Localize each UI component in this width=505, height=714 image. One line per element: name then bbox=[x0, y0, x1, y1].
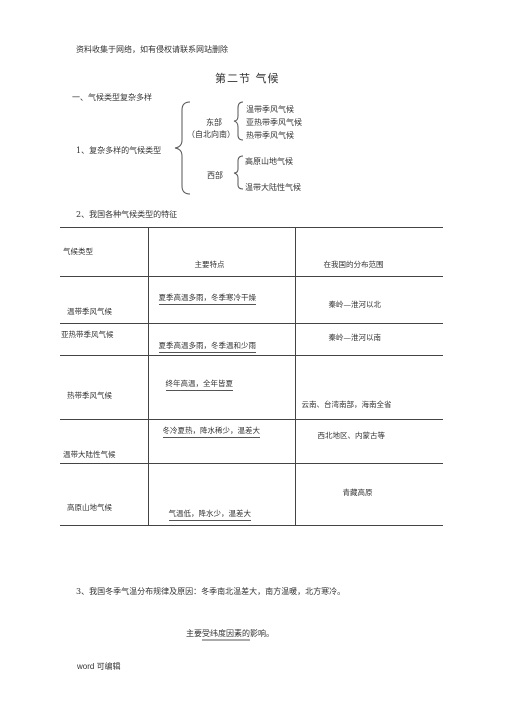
row-feature: 气温低，降水少，温差大 bbox=[168, 508, 251, 521]
west-type-2: 温带大陆性气候 bbox=[245, 183, 301, 192]
row-range: 秦岭—淮河以北 bbox=[328, 300, 382, 309]
section1-heading: 一、气候类型复杂多样 bbox=[72, 93, 152, 102]
row-feature: 冬冷夏热，降水稀少，温差大 bbox=[162, 425, 260, 438]
row-range: 秦岭—淮河以南 bbox=[328, 333, 382, 342]
header-climate-type: 气候类型 bbox=[63, 247, 93, 256]
section3-reason: 主要受纬度因素的影响。 bbox=[186, 629, 274, 638]
footer-label: word 可编辑 bbox=[77, 662, 121, 671]
table-row: 温带大陆性气候 冬冷夏热，降水稀少，温差大 西北地区、内蒙古等 bbox=[60, 419, 443, 464]
east-sublabel: （自北向南） bbox=[187, 130, 235, 139]
table-header-row: 气候类型 主要特点 在我国的分布范围 bbox=[60, 227, 443, 277]
west-label: 西部 bbox=[207, 171, 223, 180]
climate-table: 气候类型 主要特点 在我国的分布范围 温带季风气候 夏季高温多雨，冬季寒冷干燥 … bbox=[60, 227, 443, 526]
page-title: 第二节 气候 bbox=[215, 72, 280, 85]
row-feature: 终年高温，全年皆夏 bbox=[165, 378, 233, 391]
reason-underline bbox=[202, 639, 250, 641]
row-feature: 夏季高温多雨，冬季温和少雨 bbox=[158, 340, 256, 353]
header-distribution: 在我国的分布范围 bbox=[323, 260, 384, 269]
west-type-1: 高原山地气候 bbox=[245, 157, 293, 166]
east-type-3: 热带季风气候 bbox=[246, 131, 294, 140]
section1-item-label: 1、复杂多样的气候类型 bbox=[76, 146, 162, 155]
row-feature: 夏季高温多雨，冬季寒冷干燥 bbox=[158, 292, 256, 305]
row-range: 西北地区、内蒙古等 bbox=[317, 431, 386, 440]
section2-heading: 2、我国各种气候类型的特征 bbox=[76, 210, 178, 219]
table-row: 温带季风气候 夏季高温多雨，冬季寒冷干燥 秦岭—淮河以北 bbox=[60, 276, 443, 324]
row-type: 高原山地气候 bbox=[67, 503, 112, 512]
row-range: 云南、台湾南部，海南全省 bbox=[301, 400, 392, 409]
table-row: 高原山地气候 气温低，降水少，温差大 青藏高原 bbox=[60, 463, 443, 526]
table-row: 亚热带季风气候 夏季高温多雨，冬季温和少雨 秦岭—淮河以南 bbox=[60, 323, 443, 356]
east-type-2: 亚热带季风气候 bbox=[246, 118, 302, 127]
row-type: 温带大陆性气候 bbox=[63, 450, 116, 459]
row-range: 青藏高原 bbox=[342, 488, 373, 497]
east-type-1: 温带季风气候 bbox=[246, 105, 294, 114]
row-type: 温带季风气候 bbox=[67, 307, 112, 316]
classification-braces bbox=[174, 101, 244, 195]
header-disclaimer: 资料收集于网络，如有侵权请联系网站删除 bbox=[76, 45, 228, 54]
row-type: 亚热带季风气候 bbox=[61, 330, 114, 339]
header-main-features: 主要特点 bbox=[194, 260, 225, 269]
section3-text: 3、我国冬季气温分布规律及原因：冬季南北温差大，南方温暖，北方寒冷。 bbox=[76, 587, 346, 596]
row-type: 热带季风气候 bbox=[67, 391, 112, 400]
east-label: 东部 bbox=[206, 118, 222, 127]
table-row: 热带季风气候 终年高温，全年皆夏 云南、台湾南部，海南全省 bbox=[60, 355, 443, 420]
